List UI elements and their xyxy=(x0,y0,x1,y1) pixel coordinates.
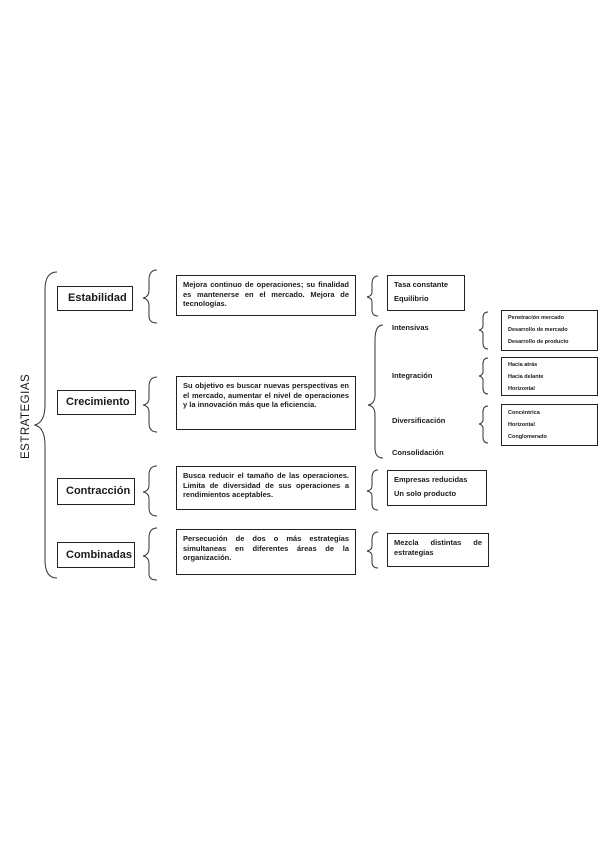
brace-contraccion xyxy=(142,465,158,517)
description-combinadas: Persecución de dos o más estrategias sim… xyxy=(176,529,356,575)
description-crecimiento: Su objetivo es buscar nuevas perspectiva… xyxy=(176,376,356,430)
option-item: Mezcla distintas de estrategias xyxy=(394,538,482,557)
option-intensivas: Intensivas xyxy=(392,323,429,332)
suboptions-diversificacion: Concéntrica Horizontal Conglomerado xyxy=(501,404,598,446)
brace-combinadas xyxy=(142,527,158,581)
main-brace xyxy=(33,271,58,579)
brace-options-contraccion xyxy=(366,469,379,511)
diagram-title: ESTRATEGIAS xyxy=(20,373,32,459)
brace-integracion xyxy=(478,357,489,395)
option-item: Tasa constante xyxy=(394,280,449,289)
brace-options-combinadas xyxy=(366,531,379,569)
suboption-item: Desarrollo de mercado xyxy=(508,327,568,333)
option-diversificacion: Diversificación xyxy=(392,416,446,425)
options-combinadas: Mezcla distintas de estrategias xyxy=(387,533,489,567)
option-integracion: Integración xyxy=(392,371,433,380)
brace-crecimiento xyxy=(142,376,158,433)
brace-options-crecimiento xyxy=(367,324,384,459)
suboption-item: Horizontal xyxy=(508,386,535,392)
suboption-item: Horizontal xyxy=(508,422,535,428)
strategy-crecimiento: Crecimiento xyxy=(57,390,136,415)
brace-diversificacion xyxy=(478,405,489,444)
brace-intensivas xyxy=(478,311,489,350)
description-contraccion: Busca reducir el tamaño de las operacion… xyxy=(176,466,356,510)
option-item: Un solo producto xyxy=(394,489,457,498)
strategy-estabilidad: Estabilidad xyxy=(57,286,133,311)
suboption-item: Desarrollo de producto xyxy=(508,339,569,345)
strategy-combinadas: Combinadas xyxy=(57,542,135,568)
option-item: Empresas reducidas xyxy=(394,475,468,484)
brace-estabilidad xyxy=(142,269,158,324)
options-estabilidad: Tasa constante Equilibrio xyxy=(387,275,465,311)
suboption-item: Hacia delante xyxy=(508,374,544,380)
description-estabilidad: Mejora continuo de operaciones; su final… xyxy=(176,275,356,316)
suboptions-intensivas: Penetración mercado Desarrollo de mercad… xyxy=(501,310,598,351)
strategy-contraccion: Contracción xyxy=(57,478,135,505)
option-consolidacion: Consolidación xyxy=(392,448,444,457)
suboptions-integracion: Hacia atrás Hacia delante Horizontal xyxy=(501,357,598,396)
suboption-item: Penetración mercado xyxy=(508,315,564,321)
options-contraccion: Empresas reducidas Un solo producto xyxy=(387,470,487,506)
brace-options-estabilidad xyxy=(366,275,379,317)
suboption-item: Conglomerado xyxy=(508,434,547,440)
suboption-item: Concéntrica xyxy=(508,410,540,416)
suboption-item: Hacia atrás xyxy=(508,362,538,368)
option-item: Equilibrio xyxy=(394,294,429,303)
